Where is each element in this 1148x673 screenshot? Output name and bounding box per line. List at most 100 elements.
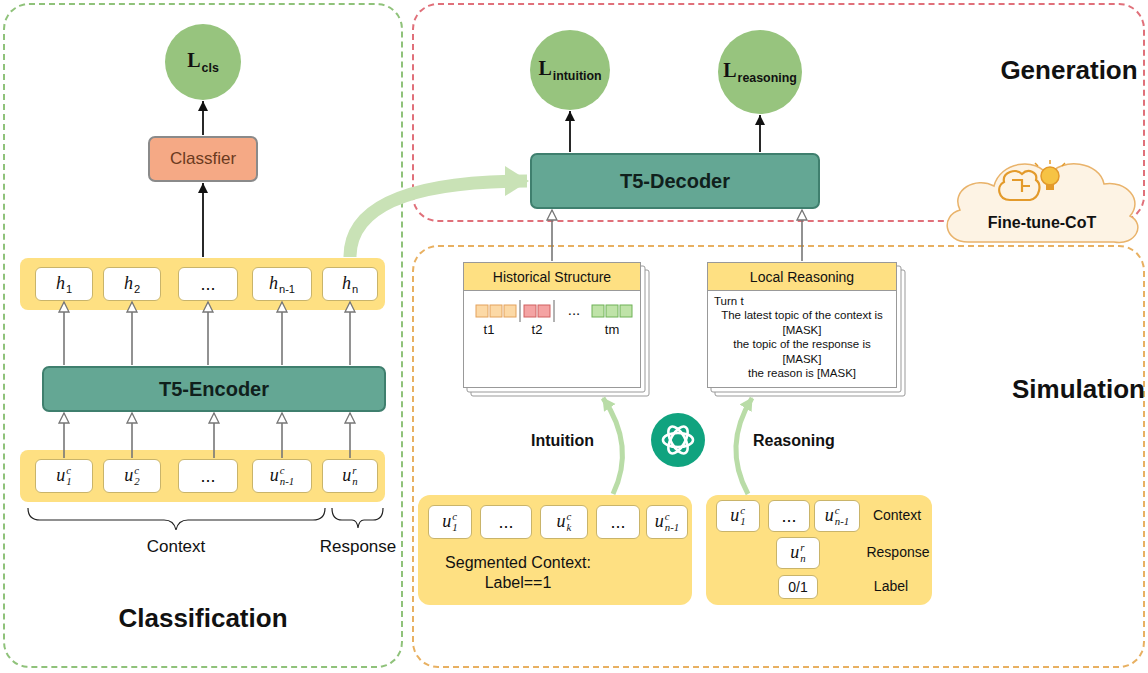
cell-text: ... (498, 512, 513, 532)
token-box: ... (596, 505, 640, 539)
cloud-badge: Fine-tune-CoT (938, 150, 1146, 250)
math-label: ... (781, 506, 796, 527)
math-subscript: n-1 (835, 516, 849, 527)
connector (207, 302, 209, 365)
card-body: Turn tThe latest topic of the context is… (708, 291, 896, 383)
math-label: ... (498, 512, 513, 533)
math-scripts: c2 (134, 465, 139, 488)
panel-text: Segmented Context: Label==1 (426, 553, 610, 593)
box-label: T5-Decoder (620, 170, 730, 192)
annotation: Context (866, 507, 928, 523)
math-label: ... (610, 512, 625, 533)
annotation: tm (599, 322, 625, 337)
math-scripts: cn-1 (835, 505, 849, 528)
connector (131, 413, 133, 458)
connector (63, 413, 65, 458)
math-base: h (269, 273, 278, 293)
token-box: h2 (103, 267, 161, 301)
math-subscript: reasoning (738, 71, 797, 85)
cell-text: ... (200, 466, 215, 486)
math-scripts: c1 (740, 505, 745, 528)
connector (281, 302, 283, 365)
math-superscript: r (352, 465, 357, 476)
math-base: u (442, 511, 451, 531)
connector (569, 111, 571, 152)
math-subscript: n-1 (665, 522, 679, 533)
cell-text: 0/1 (788, 579, 807, 595)
math-subscript: intuition (553, 69, 602, 83)
connector (349, 302, 351, 365)
token-box: urn (776, 537, 820, 569)
loss-circle: Lreasoning (718, 30, 802, 114)
math-base: h (342, 273, 351, 293)
annotation: Response (866, 544, 930, 560)
math-label: Lcls (187, 49, 219, 75)
math-label: Lreasoning (723, 59, 797, 85)
math-base: u (655, 511, 664, 531)
token-box: ucn-1 (814, 500, 860, 532)
region-frame: Simulation Historical Structure Local Reas… (412, 245, 1145, 668)
annotation: Response (316, 537, 400, 557)
math-label: ucn-1 (270, 465, 294, 488)
math-subscript: n (352, 476, 357, 487)
annotation: Context (120, 537, 232, 557)
token-box: ... (480, 505, 532, 539)
token-box: uc1 (35, 459, 93, 493)
token-box: ... (178, 459, 238, 493)
math-scripts: ck (567, 511, 572, 534)
token-box: urn (322, 459, 378, 493)
card-title: Historical Structure (493, 269, 611, 285)
connector (213, 413, 215, 458)
cell-text: ... (200, 274, 215, 294)
box-label-wrap: Classfier (170, 149, 236, 169)
box-label-wrap: T5-Decoder (620, 170, 730, 193)
math-label: ucn-1 (655, 511, 679, 534)
math-subscript: 2 (134, 476, 139, 487)
math-label: uck (557, 511, 572, 534)
connector (603, 398, 622, 494)
math-label: Lintuition (538, 57, 601, 83)
math-label: 0/1 (788, 579, 807, 595)
cloud-label: Fine-tune-CoT (938, 214, 1146, 232)
math-scripts: cn-1 (280, 465, 294, 488)
region-title: Classification (5, 603, 401, 634)
process-box: T5-Decoder (530, 153, 820, 209)
connector (281, 413, 283, 458)
input-panel: Segmented Context: Label==1uc1...uck...u… (418, 495, 692, 605)
process-box: Classfier (148, 136, 258, 182)
connector (202, 101, 204, 135)
token-box: 0/1 (778, 575, 818, 599)
math-base: u (825, 505, 834, 525)
math-superscript: c (665, 511, 679, 522)
cell-text: ... (781, 506, 796, 526)
annotation: t2 (526, 322, 548, 337)
box-label: Classfier (170, 149, 236, 168)
math-base: u (270, 465, 279, 485)
region-title: Simulation (1012, 374, 1142, 405)
math-base: L (538, 57, 551, 79)
annotation: ... (562, 301, 586, 318)
token-box: h1 (35, 267, 93, 301)
token-row: h1h2...hn-1hn (20, 258, 385, 310)
math-scripts: cn-1 (665, 511, 679, 534)
connector (801, 210, 803, 261)
prompt-card: Local ReasoningTurn tThe latest topic of… (707, 262, 897, 388)
math-subscript: n-1 (279, 283, 295, 295)
token-box: hn-1 (252, 267, 312, 301)
math-subscript: k (567, 522, 572, 533)
math-subscript: n-1 (280, 476, 294, 487)
card-line: the topic of the response is [MASK] (714, 337, 890, 366)
connector (759, 115, 761, 152)
math-label: h1 (56, 273, 72, 295)
card-line: The latest topic of the context is [MASK… (714, 308, 890, 337)
math-subscript: 2 (134, 283, 140, 295)
math-superscript: c (835, 505, 849, 516)
loss-circle: Lintuition (530, 30, 610, 110)
box-label-wrap: T5-Encoder (159, 378, 269, 401)
math-superscript: c (66, 465, 71, 476)
connector (202, 183, 204, 257)
token-box: hn (322, 267, 378, 301)
math-label: ucn-1 (825, 505, 849, 528)
math-label: uc1 (730, 505, 745, 528)
